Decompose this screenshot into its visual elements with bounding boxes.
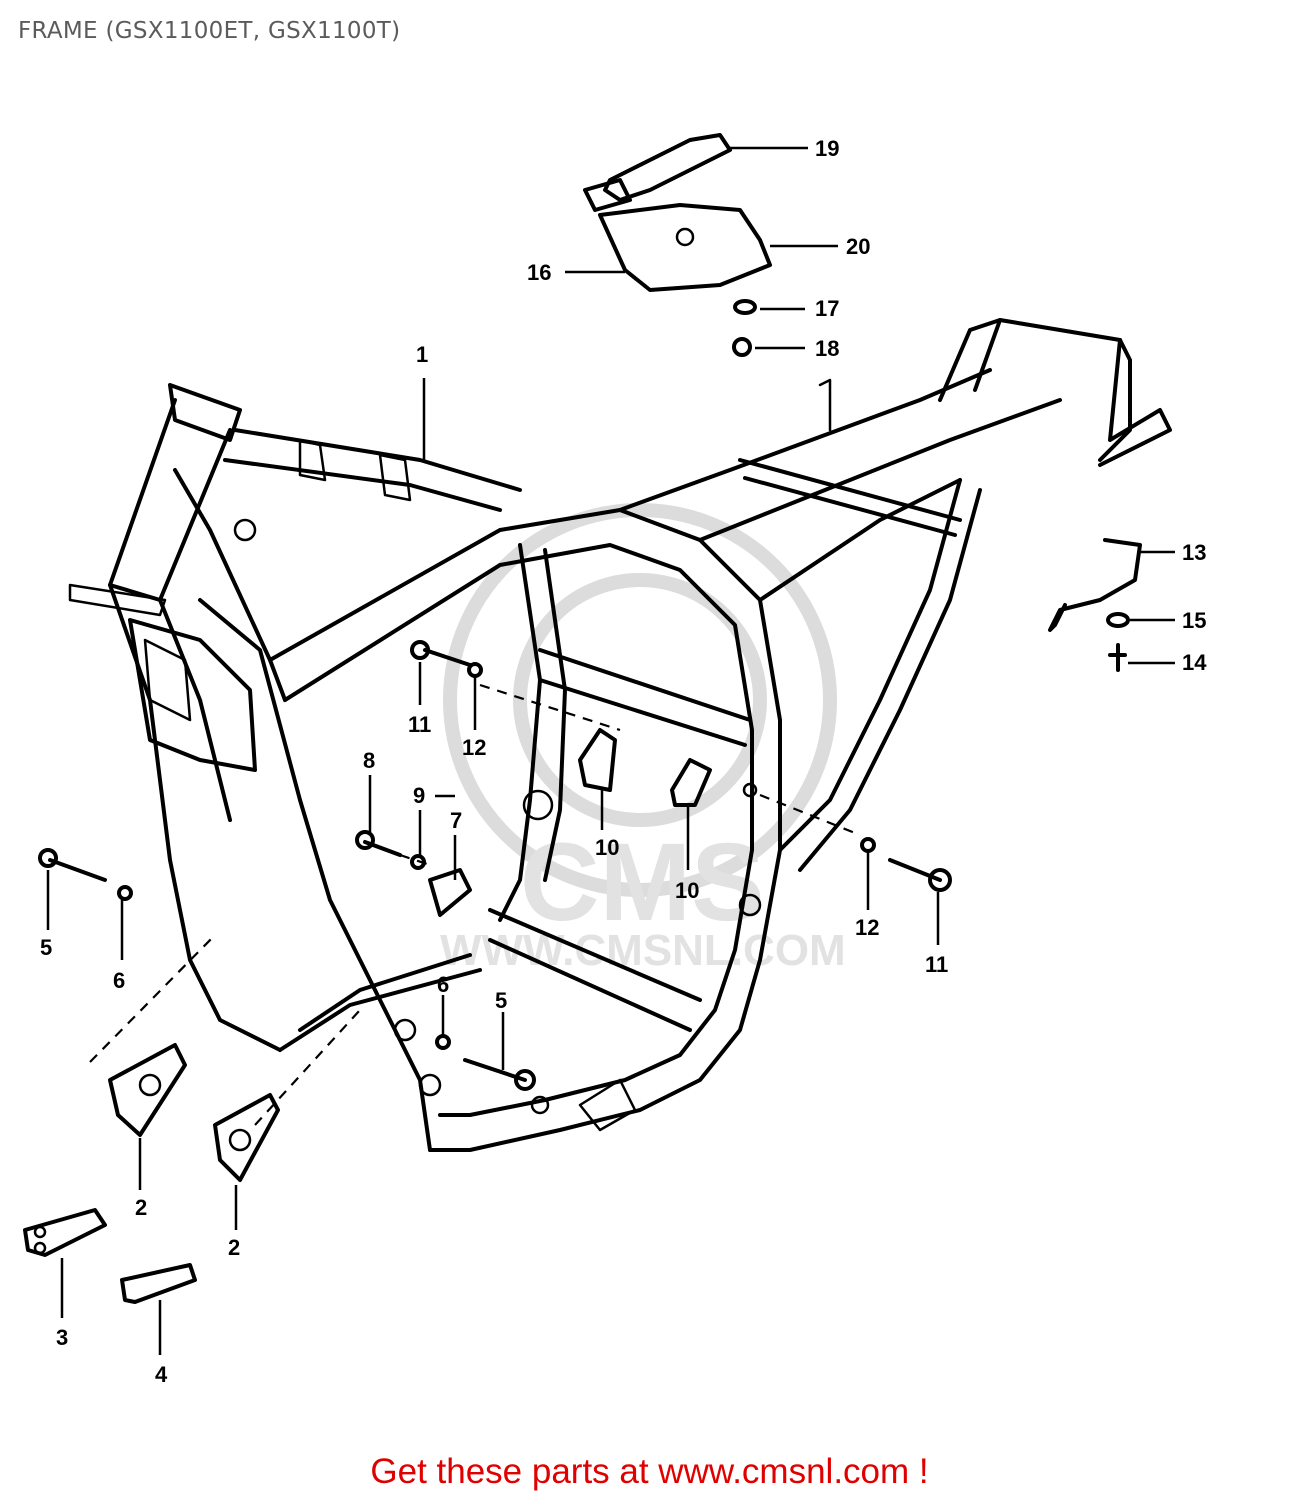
watermark-url: WWW.CMSNL.COM: [440, 926, 846, 975]
fasteners-drawing: [38, 640, 952, 1091]
callout-12: 12: [855, 915, 879, 940]
callout-18: 18: [815, 336, 839, 361]
callout-13: 13: [1182, 540, 1206, 565]
callout-15: 15: [1182, 608, 1206, 633]
callout-11: 11: [408, 712, 431, 737]
diagram-title: FRAME (GSX1100ET, GSX1100T): [18, 18, 401, 44]
callout-6: 6: [437, 972, 449, 997]
leader-lines: [46, 146, 1175, 1355]
callout-19: 19: [815, 136, 839, 161]
callout-8: 8: [363, 748, 375, 773]
main-frame-drawing: [68, 318, 1172, 1152]
callout-12: 12: [462, 735, 486, 760]
callout-6: 6: [113, 968, 125, 993]
engine-mounts-drawing: [23, 1043, 280, 1304]
cmsnl-watermark: CMS WWW.CMSNL.COM: [440, 503, 846, 975]
callout-2: 2: [228, 1235, 240, 1260]
callout-17: 17: [815, 296, 839, 321]
callout-14: 14: [1182, 650, 1207, 675]
callout-5: 5: [495, 988, 507, 1013]
callout-11: 11: [925, 952, 948, 977]
callout-1: 1: [416, 342, 428, 367]
callout-10: 10: [595, 835, 619, 860]
callout-10: 10: [675, 878, 699, 903]
callout-7: 7: [450, 808, 462, 833]
side-bracket-drawing: [1048, 538, 1142, 672]
callout-20: 20: [846, 234, 870, 259]
callout-labels: 1 2 2 3 4 5 5 6 6 7 8 9 10 10 11 11 12 1…: [40, 136, 1207, 1387]
top-parts-drawing: [583, 133, 772, 357]
callout-16: 16: [527, 260, 551, 285]
callout-3: 3: [56, 1325, 68, 1350]
watermark-brand: CMS: [520, 821, 764, 944]
get-parts-link[interactable]: Get these parts at www.cmsnl.com !: [370, 1452, 929, 1491]
callout-5: 5: [40, 935, 52, 960]
callout-9: 9: [413, 783, 425, 808]
callout-4: 4: [155, 1362, 168, 1387]
plates-drawing: [428, 728, 712, 917]
callout-2: 2: [135, 1195, 147, 1220]
